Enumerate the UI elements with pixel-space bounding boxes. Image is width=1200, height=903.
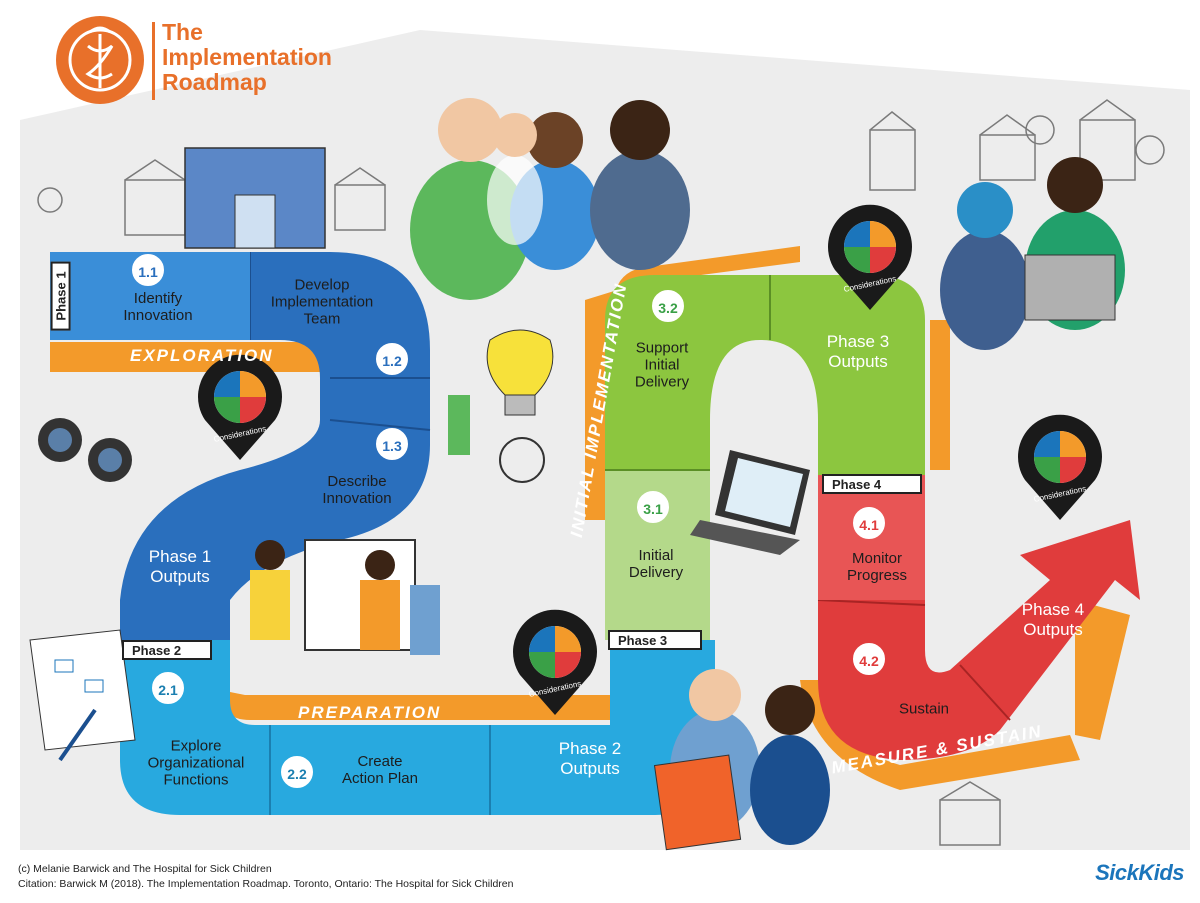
step-number-3-2: 3.2 xyxy=(652,290,684,322)
step-number-2-2: 2.2 xyxy=(281,756,313,788)
phase-3-tag: Phase 3 xyxy=(608,630,702,650)
step-label-4-1: Monitor Progress xyxy=(846,550,908,584)
footer-copyright: (c) Melanie Barwick and The Hospital for… xyxy=(18,863,272,875)
office-building-illustration xyxy=(184,147,326,249)
phase-4-outputs: Phase 4 Outputs xyxy=(1021,600,1085,639)
footer: (c) Melanie Barwick and The Hospital for… xyxy=(18,862,513,892)
phase-4-tag: Phase 4 xyxy=(822,474,922,494)
phase-2-outputs: Phase 2 Outputs xyxy=(558,739,622,778)
step-number-2-1: 2.1 xyxy=(152,672,184,704)
considerations-pin-3 xyxy=(828,204,913,310)
binoculars-illustration xyxy=(38,418,132,482)
step-number-4-1: 4.1 xyxy=(853,507,885,539)
flowchart-notepad-illustration xyxy=(29,629,136,762)
step-label-1-3: Describe Innovation xyxy=(322,473,392,507)
phase-1-tag: Phase 1 xyxy=(50,261,71,331)
phase2-road xyxy=(120,640,715,815)
step-label-4-2: Sustain xyxy=(898,700,950,718)
title-divider xyxy=(152,22,155,100)
footer-citation: Citation: Barwick M (2018). The Implemen… xyxy=(18,878,514,890)
step-label-1-2: Develop Implementation Team xyxy=(270,276,374,328)
city-doodles xyxy=(37,99,1165,846)
laptop-chart-illustration xyxy=(690,450,810,555)
stage-exploration: EXPLORATION xyxy=(130,346,274,365)
title-line-2: Implementation xyxy=(162,44,332,70)
phase-3-outputs: Phase 3 Outputs xyxy=(826,332,890,371)
two-women-laptop-illustration xyxy=(940,157,1125,350)
step-number-3-1: 3.1 xyxy=(637,491,669,523)
stage-preparation: PREPARATION xyxy=(298,703,442,722)
logo-mark xyxy=(56,16,144,104)
title-line-3: Roadmap xyxy=(162,69,267,95)
step-label-1-1: Identify Innovation xyxy=(123,290,193,324)
step-label-2-1: Explore Organizational Functions xyxy=(147,737,245,789)
lightbulb-illustration xyxy=(448,329,554,483)
step-number-1-1: 1.1 xyxy=(132,254,164,286)
whiteboard-team-illustration xyxy=(250,539,440,655)
two-people-reading-illustration xyxy=(653,669,830,851)
title-line-1: The xyxy=(162,19,203,45)
sickkids-logo: SickKids xyxy=(1095,860,1184,885)
phase1-road xyxy=(50,252,430,640)
step-number-4-2: 4.2 xyxy=(853,643,885,675)
considerations-pin-1 xyxy=(198,354,282,460)
step-number-1-2: 1.2 xyxy=(376,343,408,375)
considerations-pin-4 xyxy=(1018,414,1102,520)
phase-2-tag: Phase 2 xyxy=(122,640,212,660)
step-label-3-2: Support Initial Delivery xyxy=(634,339,690,391)
step-number-1-3: 1.3 xyxy=(376,428,408,460)
group-of-people-illustration xyxy=(410,98,690,300)
step-label-2-2: Create Action Plan xyxy=(342,753,418,787)
step-label-3-1: Initial Delivery xyxy=(628,547,684,581)
considerations-pin-2 xyxy=(513,609,597,715)
phase-1-outputs: Phase 1 Outputs xyxy=(148,547,212,586)
page-title: The Implementation Roadmap xyxy=(162,20,332,95)
